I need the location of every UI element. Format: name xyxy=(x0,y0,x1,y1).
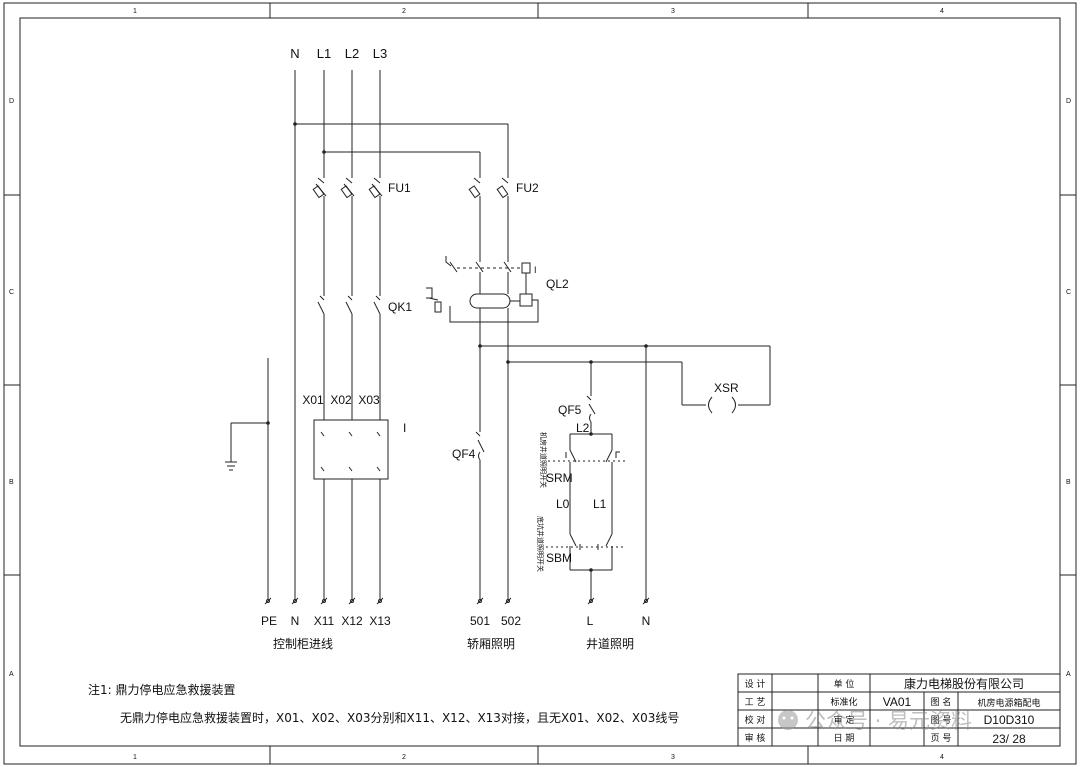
tb-page-value: 23/ 28 xyxy=(992,732,1026,746)
fu1-fuses xyxy=(312,177,383,199)
label-qf4: QF4 xyxy=(452,447,476,461)
label-fu2: FU2 xyxy=(516,181,539,195)
watermark-text: 公众号 · 易元资料 xyxy=(805,709,972,733)
sbm-switch xyxy=(546,533,624,550)
row-label-c-right: C xyxy=(1066,289,1071,296)
group-labels: 控制柜进线 轿厢照明 井道照明 xyxy=(273,636,634,651)
row-label-d: D xyxy=(9,98,14,105)
srm-switch xyxy=(548,449,626,500)
label-ql2: QL2 xyxy=(546,277,569,291)
label-l2-wire: L2 xyxy=(576,421,590,435)
terminal-n2: N xyxy=(642,614,651,628)
label-x01: X01 xyxy=(302,393,324,407)
label-l0: L0 xyxy=(556,497,570,511)
row-label-d-right: D xyxy=(1066,98,1071,105)
title-block-text: 设 计 工 艺 校 对 审 核 单 位 康力电梯股份有限公司 标准化 VA01 … xyxy=(745,676,1041,746)
col-label-3-bottom: 3 xyxy=(671,754,675,761)
terminal-x12: X12 xyxy=(341,614,363,628)
row-label-b: B xyxy=(9,479,14,486)
col-label-2: 2 xyxy=(402,8,406,15)
tb-page-label: 页 号 xyxy=(931,733,952,744)
terminal-x11: X11 xyxy=(314,614,335,628)
col-label-1-bottom: 1 xyxy=(133,754,137,761)
note-line-1: 注1: 鼎力停电应急救援装置 xyxy=(88,682,236,697)
label-qk1: QK1 xyxy=(388,300,412,314)
row-label-a: A xyxy=(9,671,14,678)
label-x02: X02 xyxy=(330,393,352,407)
qf5-breaker xyxy=(586,395,596,423)
terminal-502: 502 xyxy=(501,614,521,628)
qf4-breaker xyxy=(475,431,485,461)
label-sbm-note: 底坑井道照明开关 xyxy=(536,516,545,572)
bus-labels: N L1 L2 L3 xyxy=(290,46,387,61)
label-srm: SRM xyxy=(546,471,573,485)
tb-std-label: 标准化 xyxy=(830,696,857,708)
col-label-1: 1 xyxy=(133,8,137,15)
label-fu1: FU1 xyxy=(388,181,411,195)
tb-number-label: 图 号 xyxy=(931,715,952,726)
wechat-icon xyxy=(778,710,798,730)
bus-label-l3: L3 xyxy=(373,46,387,61)
row-label-b-right: B xyxy=(1066,479,1071,486)
label-ql2-mark: I xyxy=(534,265,537,275)
terminal-501: 501 xyxy=(470,614,490,628)
label-l1-wire: L1 xyxy=(593,497,607,511)
tb-audit: 审 核 xyxy=(745,732,766,744)
tb-drawing-value: 机房电源箱配电 xyxy=(977,697,1040,709)
col-label-4-bottom: 4 xyxy=(940,754,944,761)
ql2-rcd xyxy=(426,256,539,323)
tb-unit-label: 单 位 xyxy=(834,678,855,690)
qk1-switch xyxy=(317,295,381,315)
label-x03: X03 xyxy=(358,393,380,407)
label-qf5: QF5 xyxy=(558,403,582,417)
notes: 注1: 鼎力停电应急救援装置 无鼎力停电应急救援装置时，X01、X02、X03分… xyxy=(88,682,679,725)
tb-number-value: D10D310 xyxy=(984,713,1035,727)
junction-dots xyxy=(266,122,648,572)
label-sbm: SBM xyxy=(546,551,572,565)
row-label-a-right: A xyxy=(1066,671,1071,678)
tb-craft: 工 艺 xyxy=(745,697,766,708)
bus-label-l2: L2 xyxy=(345,46,359,61)
row-label-c: C xyxy=(9,289,14,296)
group-shaft-light: 井道照明 xyxy=(586,637,634,651)
col-label-4: 4 xyxy=(940,8,944,15)
group-car-light: 轿厢照明 xyxy=(467,636,515,651)
note-line-2: 无鼎力停电应急救援装置时，X01、X02、X03分别和X11、X12、X13对接… xyxy=(120,710,679,725)
terminal-marks xyxy=(264,597,650,605)
component-labels: FU1 FU2 QL2 I QK1 XSR QF4 QF5 I L2 SRM S… xyxy=(302,181,739,572)
watermark: 公众号 · 易元资料 xyxy=(778,709,972,733)
terminal-pe: PE xyxy=(261,614,277,628)
tb-date-label: 日 期 xyxy=(834,733,855,744)
label-xsr: XSR xyxy=(714,381,739,395)
terminal-x13: X13 xyxy=(369,614,391,628)
frame-column-labels: 1 2 3 4 1 2 3 4 xyxy=(133,8,944,761)
tb-approve-label: 审 定 xyxy=(834,714,855,726)
tb-design: 设 计 xyxy=(745,678,766,690)
bus-label-l1: L1 xyxy=(317,46,331,61)
bus-label-n: N xyxy=(290,46,299,61)
terminal-n: N xyxy=(291,614,300,628)
tb-unit-value: 康力电梯股份有限公司 xyxy=(904,676,1024,691)
tb-check: 校 对 xyxy=(745,714,766,726)
label-rescue-mark: I xyxy=(403,421,406,435)
label-srm-note: 机房井道照明开关 xyxy=(539,432,548,488)
tb-std-value: VA01 xyxy=(883,695,912,709)
wiring xyxy=(225,70,771,600)
tb-drawing-label: 图 名 xyxy=(931,696,952,708)
frame-row-labels: D C B A D C B A xyxy=(9,98,1071,678)
rescue-device-box xyxy=(313,419,389,480)
drawing-frame xyxy=(3,2,1077,765)
col-label-2-bottom: 2 xyxy=(402,754,406,761)
fu2-fuses xyxy=(468,177,509,199)
col-label-3: 3 xyxy=(671,8,675,15)
group-incoming: 控制柜进线 xyxy=(273,637,333,651)
terminal-l: L xyxy=(587,614,594,628)
terminal-labels: PE N X11 X12 X13 501 502 L N xyxy=(261,614,650,628)
